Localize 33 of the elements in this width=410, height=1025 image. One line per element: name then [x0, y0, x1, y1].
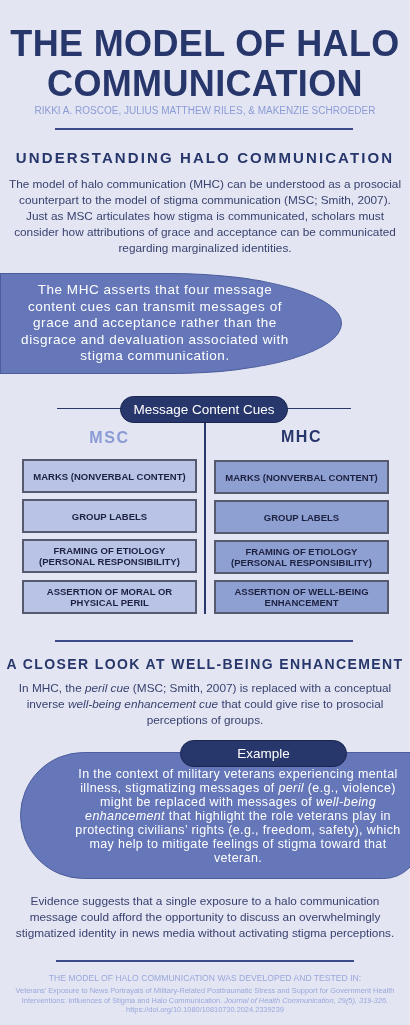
cue-label: GROUP LABELS [70, 510, 149, 522]
body-paragraph: The model of halo communication (MHC) can be understood as a prosocial counterpart to the model of stigma communication (MSC; Smith, 2007). Just as MSC articulates how stigma is communicated, scholars must consider how attributions of grace and acceptance can be communicated regarding marginalized identities. [8, 176, 402, 256]
example-text: In the context of military veterans experiencing mental illness, stigmatizing messages of peril (e.g., violence) might be replaced with messages of well-being enhancement that highlight the role veterans play in protecting civilians’ rights (e.g., freedom, safety), which may help to mitigate feelings of stigma toward that veteran. [74, 767, 402, 865]
citation-heading: THE MODEL OF HALO COMMUNICATION WAS DEVELOPED AND TESTED IN: [47, 972, 363, 985]
callout-text: The MHC asserts that four message content cues can transmit messages of grace and acceptance rather than the disgrace and devaluation associated with stigma communication. [20, 282, 290, 365]
cue-label: MARKS (NONVERBAL CONTENT) [32, 470, 187, 482]
pill-header [120, 396, 288, 423]
author-line: RIKKI A. ROSCOE, JULIUS MATTHEW RILES, & MAKENZIE SCHROEDER [33, 104, 377, 118]
cue-label: MARKS (NONVERBAL CONTENT) [224, 471, 379, 483]
section-heading: A CLOSER LOOK AT WELL-BEING ENHANCEMENT [5, 655, 405, 674]
body-paragraph: In MHC, the peril cue (MSC; Smith, 2007) is replaced with a conceptual inverse well-being enhancement cue that could give rise to prosocial perceptions of groups. [17, 680, 393, 728]
cue-box [22, 539, 197, 573]
pill-label: Example [237, 746, 290, 761]
cue-label: GROUP LABELS [262, 511, 341, 523]
cue-box [214, 460, 389, 494]
cue-box [22, 499, 197, 533]
body-paragraph: Evidence suggests that a single exposure to a halo communication message could afford the opportunity to discuss an overwhelmingly stigmatized identity in news media without activating stigma perceptions. [14, 893, 396, 941]
pill-header [180, 740, 347, 767]
cue-label: FRAMING OF ETIOLOGY (PERSONAL RESPONSIBILITY) [230, 546, 373, 568]
column-heading: MSC [88, 428, 131, 448]
cue-box [214, 540, 389, 574]
pill-label: Message Content Cues [133, 402, 275, 417]
cue-label: ASSERTION OF MORAL OR PHYSICAL PERIL [45, 586, 174, 608]
cue-box [22, 459, 197, 493]
cue-box [214, 500, 389, 534]
callout-bubble [0, 273, 342, 374]
cue-label: FRAMING OF ETIOLOGY (PERSONAL RESPONSIBILITY) [38, 545, 181, 567]
cue-label: ASSERTION OF WELL-BEING ENHANCEMENT [233, 586, 370, 608]
cue-box [214, 580, 389, 614]
cue-box [22, 580, 197, 614]
column-heading: MHC [279, 427, 324, 447]
section-heading: UNDERSTANDING HALO COMMUNICATION [14, 148, 396, 168]
title: THE MODEL OF HALO COMMUNICATION [9, 24, 401, 104]
